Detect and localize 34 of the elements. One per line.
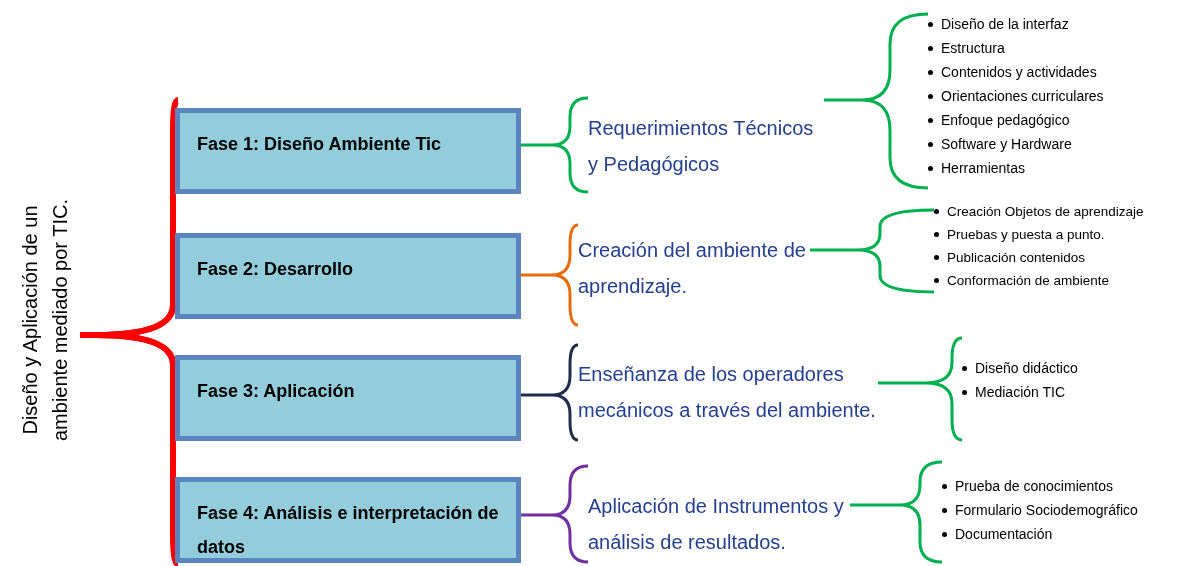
list-item: Contenidos y actividades bbox=[941, 63, 1097, 82]
curly-brace-connector bbox=[519, 223, 580, 327]
list-item: Software y Hardware bbox=[941, 135, 1072, 154]
stage-description: Requerimientos Técnicos y Pedagógicos bbox=[588, 110, 824, 182]
list-item: Estructura bbox=[941, 39, 1005, 58]
list-item: Formulario Sociodemográfico bbox=[955, 501, 1138, 520]
curly-brace-connector bbox=[808, 208, 936, 294]
list-item: Creación Objetos de aprendizaje bbox=[947, 203, 1144, 221]
curly-brace-connector bbox=[95, 332, 180, 566]
curly-brace-connector bbox=[848, 460, 944, 564]
list-item: Herramientas bbox=[941, 159, 1026, 178]
stage-description: Aplicación de Instrumentos y análisis de resultados. bbox=[588, 488, 850, 560]
list-item: Enfoque pedagógico bbox=[941, 111, 1070, 130]
phase-box: Fase 2: Desarrollo bbox=[175, 233, 521, 319]
list-item: Diseño de la interfaz bbox=[941, 15, 1069, 34]
vertical-title: Diseño y Aplicación de un ambiente mediado por TIC. bbox=[15, 170, 75, 470]
curly-brace-connector bbox=[519, 464, 590, 564]
list-item: Prueba de conocimientos bbox=[955, 477, 1113, 496]
list-item: Documentación bbox=[955, 525, 1053, 544]
stage-description: Enseñanza de los operadores mecánicos a través del ambiente. bbox=[578, 356, 878, 428]
curly-brace-connector bbox=[519, 96, 590, 194]
curly-brace-connector bbox=[876, 336, 964, 442]
stage-description: Creación del ambiente de aprendizaje. bbox=[578, 232, 810, 304]
list-item: Conformación de ambiente bbox=[947, 272, 1110, 290]
list-item: Orientaciones curriculares bbox=[941, 87, 1104, 106]
list-item: Pruebas y puesta a punto. bbox=[947, 226, 1105, 244]
phase-box: Fase 1: Diseño Ambiente Tic bbox=[175, 108, 521, 194]
curly-brace-connector bbox=[519, 343, 580, 442]
list-item: Diseño didáctico bbox=[975, 359, 1078, 378]
list-item: Publicación contenidos bbox=[947, 249, 1086, 267]
phase-box: Fase 4: Análisis e interpretación de datos bbox=[175, 477, 521, 563]
list-item: Mediación TIC bbox=[975, 383, 1065, 402]
phase-box: Fase 3: Aplicación bbox=[175, 355, 521, 441]
curly-brace-connector bbox=[77, 97, 181, 338]
